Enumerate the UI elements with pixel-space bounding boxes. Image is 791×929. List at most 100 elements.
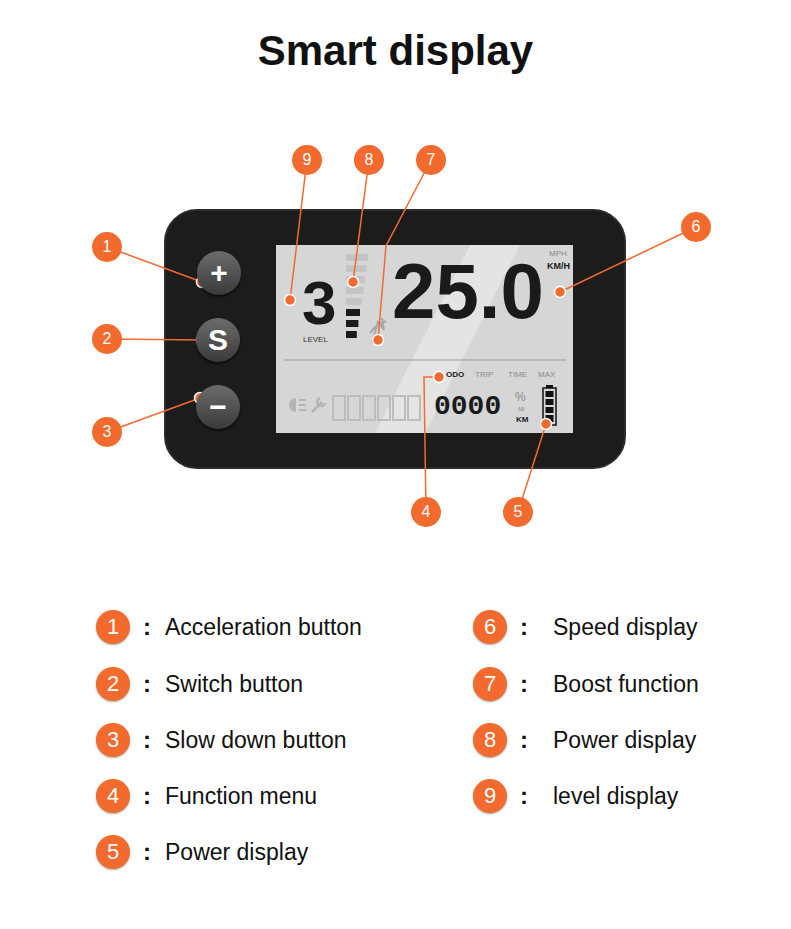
node-text: 7 (427, 152, 436, 168)
legend-number: 2 (96, 667, 130, 701)
power-bar (346, 287, 363, 294)
node-text: 1 (103, 239, 112, 255)
leader-lines (107, 160, 696, 512)
unit-text: MI (518, 406, 525, 412)
leader-line (107, 247, 202, 282)
unit-text: MPH (549, 250, 567, 258)
legend-colon: : (143, 840, 151, 864)
legend-colon: : (143, 615, 151, 639)
legend-colon: : (520, 672, 528, 696)
node-text: 2 (103, 331, 112, 347)
leader-dot (541, 419, 552, 430)
callout-number: 8 (354, 145, 384, 175)
legend-number: 7 (473, 667, 507, 701)
leader-dot (285, 295, 296, 306)
legend-number: 6 (473, 610, 507, 644)
unit-text: % (515, 391, 526, 403)
node-text: 7 (484, 673, 496, 695)
legend-number: 4 (96, 779, 130, 813)
node-text: 6 (692, 219, 701, 235)
node-text: 1 (107, 616, 119, 638)
node-text: 4 (107, 785, 119, 807)
legend-text: Power display (553, 729, 696, 752)
node-text: 3 (107, 729, 119, 751)
wrench-icon (312, 398, 325, 412)
callout-number: 1 (92, 232, 122, 262)
node-text: S (208, 325, 228, 355)
legend-text: Acceleration button (165, 616, 362, 639)
lamp-icon (289, 398, 306, 412)
legend-colon: : (143, 784, 151, 808)
mode-text: ODO (446, 371, 464, 379)
legend-number: 8 (473, 723, 507, 757)
legend-text: Function menu (165, 785, 317, 808)
legend-text: Slow down button (165, 729, 347, 752)
title: Smart display (0, 30, 791, 72)
legend-text: Power display (165, 841, 308, 864)
node-text: 8 (365, 152, 374, 168)
legend-number: 9 (473, 779, 507, 813)
control-button: − (196, 385, 240, 429)
node-text: 5 (107, 841, 119, 863)
control-button: S (196, 318, 240, 362)
leader-dot (555, 287, 566, 298)
unit-text: KM (516, 416, 528, 424)
power-bar (346, 309, 360, 316)
node-text: 9 (484, 785, 496, 807)
legend-colon: : (520, 615, 528, 639)
segment-box (393, 396, 405, 420)
legend-number: 1 (96, 610, 130, 644)
legend-text: Speed display (553, 616, 698, 639)
power-bar (346, 265, 366, 272)
callout-number: 2 (92, 324, 122, 354)
mode-text: TIME (508, 371, 527, 379)
power-bars (346, 254, 368, 338)
segment-box (363, 396, 375, 420)
legend-colon: : (520, 784, 528, 808)
unit-text: KM/H (547, 262, 570, 271)
node-text: 5 (514, 504, 523, 520)
legend-text: level display (553, 785, 678, 808)
segment-box (408, 396, 420, 420)
power-bar (346, 298, 362, 305)
node-text: 6 (484, 616, 496, 638)
leader-line (353, 160, 369, 282)
display-housing (165, 210, 625, 468)
callout-number: 4 (411, 497, 441, 527)
legend-colon: : (520, 728, 528, 752)
node-text: + (210, 258, 228, 288)
legend-number: 5 (96, 835, 130, 869)
node-text: 9 (303, 152, 312, 168)
mode-text: TRIP (475, 371, 493, 379)
legend-text: Boost function (553, 673, 699, 696)
level-digit: 3 (302, 272, 336, 334)
power-bar (346, 320, 358, 327)
leader-dot (373, 335, 384, 346)
speed-value: 25.0 (392, 252, 544, 330)
legend-colon: : (143, 672, 151, 696)
callout-number: 3 (92, 417, 122, 447)
callout-number: 9 (292, 145, 322, 175)
node-text: 2 (107, 673, 119, 695)
segment-box (378, 396, 390, 420)
power-bar (346, 331, 357, 338)
odometer-value: 0000 (434, 393, 501, 421)
control-button: + (197, 251, 241, 295)
node-text: 8 (484, 729, 496, 751)
callout-number: 6 (681, 212, 711, 242)
leader-line (560, 227, 696, 292)
lcd-divider (284, 360, 566, 361)
mode-text: MAX (538, 371, 555, 379)
leader-dot (434, 372, 445, 383)
callout-number: 7 (416, 145, 446, 175)
segment-boxes (333, 396, 420, 420)
segment-box (333, 396, 345, 420)
segment-box (348, 396, 360, 420)
callout-number: 5 (503, 497, 533, 527)
legend-number: 3 (96, 723, 130, 757)
level-caption: LEVEL (303, 336, 328, 344)
node-text: 3 (103, 424, 112, 440)
leader-dot (348, 277, 359, 288)
legend-colon: : (143, 728, 151, 752)
